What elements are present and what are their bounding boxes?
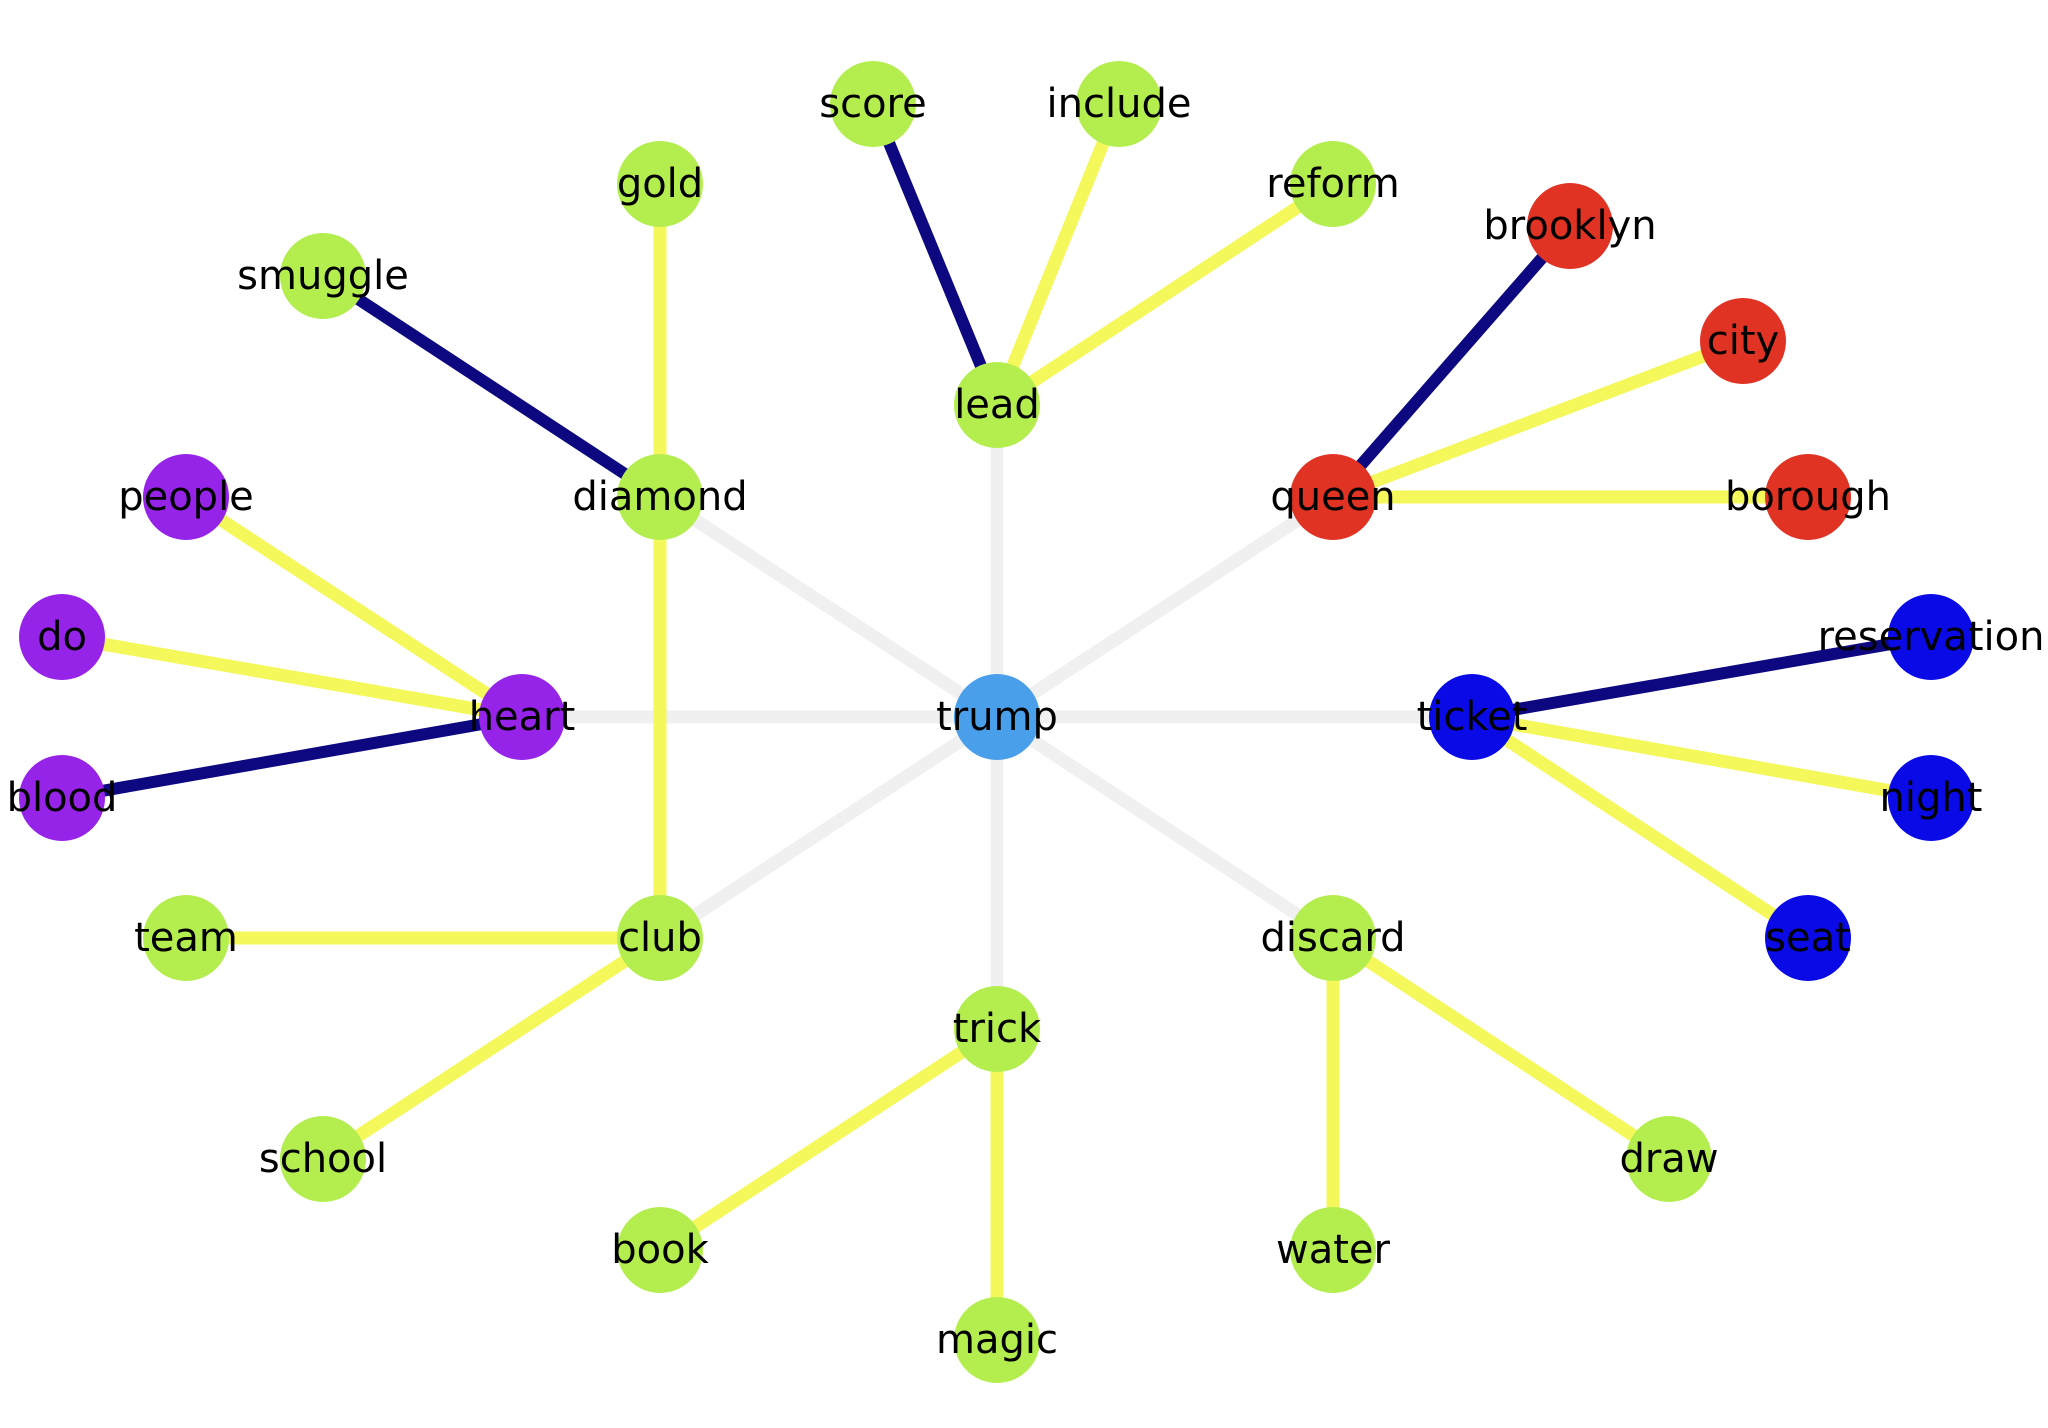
node-label-team: team — [134, 915, 238, 961]
edge-queen-city — [1330, 334, 1746, 504]
node-discard — [1290, 895, 1376, 981]
node-score — [830, 61, 916, 147]
node-label-ticket: ticket — [1417, 694, 1528, 740]
node-diamond — [617, 454, 703, 540]
node-label-lead: lead — [954, 382, 1040, 428]
edge-lead-include — [990, 101, 1126, 408]
edge-lead-score — [867, 101, 1003, 408]
nodes-layer — [19, 61, 1974, 1383]
edge-trump-queen — [993, 491, 1337, 723]
edge-heart-do — [60, 630, 524, 724]
edge-heart-blood — [60, 711, 524, 804]
node-heart — [479, 674, 565, 760]
node-trump — [954, 674, 1040, 760]
node-do — [19, 594, 105, 680]
node-lead — [954, 362, 1040, 448]
node-label-reservation: reservation — [1818, 614, 2045, 660]
node-label-score: score — [819, 81, 926, 127]
node-label-borough: borough — [1725, 474, 1891, 520]
node-reservation — [1888, 594, 1974, 680]
edges-layer — [60, 101, 1933, 1340]
edge-diamond-smuggle — [319, 270, 664, 503]
node-team — [143, 895, 229, 981]
edge-trump-discard — [993, 711, 1337, 944]
node-blood — [19, 755, 105, 841]
node-seat — [1765, 895, 1851, 981]
node-city — [1700, 298, 1786, 384]
node-label-gold: gold — [617, 161, 703, 207]
node-label-night: night — [1880, 775, 1983, 821]
edge-trick-book — [656, 1023, 1001, 1256]
node-label-blood: blood — [7, 775, 118, 821]
node-label-do: do — [37, 614, 87, 660]
node-label-smuggle: smuggle — [237, 253, 409, 299]
edge-trump-diamond — [656, 491, 1001, 723]
edge-queen-brooklyn — [1328, 222, 1575, 501]
node-brooklyn — [1527, 183, 1613, 269]
node-label-club: club — [618, 915, 702, 961]
node-label-book: book — [611, 1227, 709, 1273]
node-label-heart: heart — [469, 694, 576, 740]
node-queen — [1290, 454, 1376, 540]
edge-lead-reform — [993, 178, 1337, 411]
node-label-reform: reform — [1266, 161, 1399, 207]
node-label-magic: magic — [936, 1317, 1058, 1363]
node-label-water: water — [1276, 1227, 1391, 1273]
node-reform — [1290, 141, 1376, 227]
node-borough — [1765, 454, 1851, 540]
node-label-people: people — [118, 474, 254, 520]
node-smuggle — [280, 233, 366, 319]
node-label-queen: queen — [1270, 474, 1395, 520]
edge-trump-club — [656, 711, 1001, 944]
node-book — [617, 1207, 703, 1293]
edge-ticket-seat — [1468, 711, 1812, 944]
node-people — [143, 454, 229, 540]
edge-club-school — [319, 932, 664, 1165]
node-label-school: school — [259, 1136, 387, 1182]
node-school — [280, 1116, 366, 1202]
node-label-trump: trump — [936, 694, 1058, 740]
node-label-include: include — [1047, 81, 1192, 127]
node-draw — [1626, 1116, 1712, 1202]
edge-ticket-reservation — [1470, 631, 1933, 723]
node-label-city: city — [1707, 318, 1779, 364]
node-label-brooklyn: brooklyn — [1483, 203, 1656, 249]
node-gold — [617, 141, 703, 227]
node-magic — [954, 1297, 1040, 1383]
node-label-draw: draw — [1619, 1136, 1718, 1182]
node-trick — [954, 986, 1040, 1072]
node-night — [1888, 755, 1974, 841]
edge-discard-draw — [1329, 932, 1673, 1165]
node-water — [1290, 1207, 1376, 1293]
edge-ticket-night — [1470, 710, 1933, 805]
labels-layer: trump lead diamond queen heart ticket club disc… — [7, 81, 2045, 1363]
node-label-trick: trick — [953, 1006, 1042, 1052]
node-label-seat: seat — [1765, 915, 1851, 961]
node-club — [617, 895, 703, 981]
node-include — [1076, 61, 1162, 147]
edge-heart-people — [182, 491, 526, 723]
node-label-discard: discard — [1261, 915, 1406, 961]
node-label-diamond: diamond — [572, 474, 747, 520]
node-ticket — [1429, 674, 1515, 760]
